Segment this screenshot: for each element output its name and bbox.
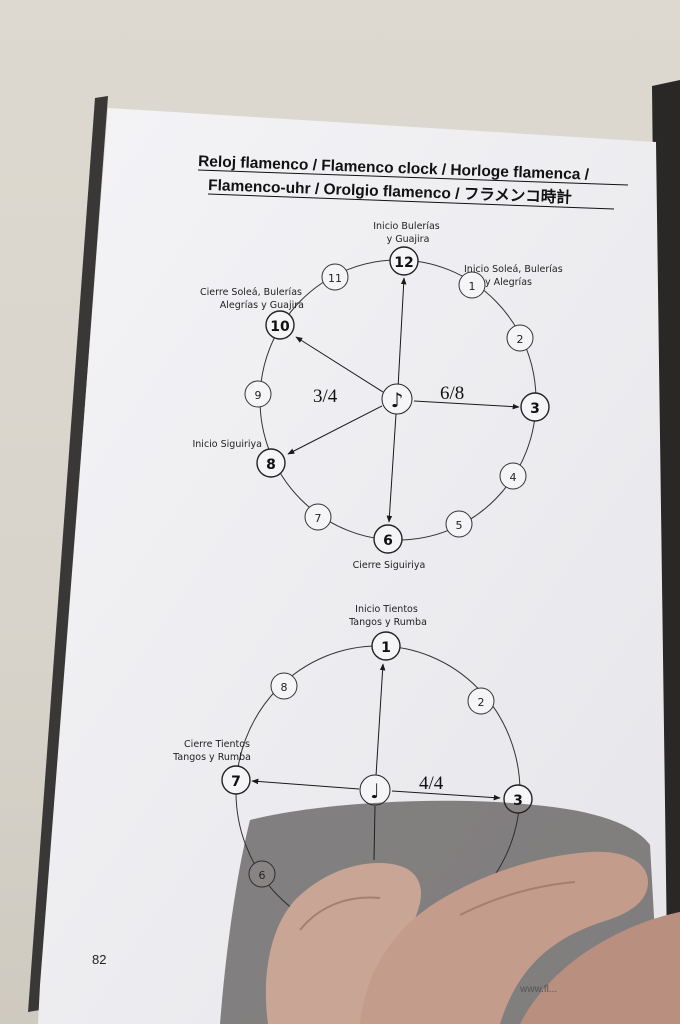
title-underline-2 [207, 193, 615, 210]
clock-1-hour-6: 6 [373, 524, 403, 554]
clock-2-label-inicio-tientos: Inicio Tientos Tangos y Rumba [348, 604, 427, 628]
clock-2-arrow-7 [251, 778, 360, 790]
clock-1-label-inicio-siguiriya: Inicio Siguiriya [192, 439, 262, 450]
clock-1-label-cierre-siguiriya: Cierre Siguiriya [353, 560, 426, 571]
svg-text:5: 5 [456, 519, 463, 532]
svg-text:3: 3 [513, 793, 523, 809]
clock-1-arrow-8 [287, 405, 383, 455]
clock-2-center-note: ♩ [370, 779, 379, 803]
svg-text:7: 7 [231, 774, 241, 790]
clock-1-hour-8: 8 [256, 448, 286, 478]
svg-text:10: 10 [270, 319, 290, 335]
clock-1-arrow-6 [386, 413, 397, 523]
hand [265, 851, 680, 1024]
clock-2-meter: 4/4 [419, 773, 444, 794]
clock-1-center-note: ♪ [391, 388, 404, 412]
title-underline-1 [197, 169, 629, 186]
clock-2-arrow-3 [391, 790, 501, 801]
clock-1-label-inicio-bulerias: Inicio Bulerías y Guajira [373, 221, 443, 245]
svg-text:8: 8 [266, 457, 276, 473]
clock-1: ♪ 3/4 6/8 12 1 2 3 4 5 6 7 8 9 10 11 Ini… [192, 221, 566, 571]
svg-text:4: 4 [510, 471, 517, 484]
svg-text:6: 6 [383, 533, 393, 549]
svg-text:11: 11 [328, 272, 342, 285]
clock-1-hour-11: 11 [321, 263, 349, 291]
clock-1-hour-9: 9 [244, 380, 272, 408]
clock-1-hour-5: 5 [445, 510, 473, 538]
svg-text:1: 1 [381, 640, 391, 656]
clock-1-hour-4: 4 [499, 462, 527, 490]
clock-2-beat-1: 1 [371, 631, 401, 661]
page-number: 82 [92, 952, 107, 967]
clock-1-hour-10: 10 [265, 310, 295, 340]
clock-2-arrow-1 [375, 663, 386, 777]
clock-1-meter-right: 6/8 [440, 383, 464, 404]
svg-text:12: 12 [394, 255, 413, 271]
clock-1-hour-12: 12 [389, 246, 419, 276]
clock-1-hour-1: 1 [458, 271, 486, 299]
clock-1-hour-2: 2 [506, 324, 534, 352]
clock-2-beat-8: 8 [270, 672, 298, 700]
clock-1-center [381, 383, 413, 415]
svg-text:1: 1 [469, 280, 476, 293]
svg-text:3: 3 [530, 401, 540, 417]
clock-2-beat-7: 7 [221, 765, 251, 795]
footer-url: www.fl... [520, 984, 558, 995]
svg-text:9: 9 [255, 389, 262, 402]
clock-1-arrow-3 [413, 400, 520, 410]
book-cover-right [652, 80, 680, 1024]
svg-text:2: 2 [478, 696, 485, 709]
clock-2-label-cierre-tientos: Cierre Tientos Tangos y Rumba [172, 739, 253, 763]
svg-text:2: 2 [517, 333, 524, 346]
clock-1-arrow-12 [397, 277, 407, 389]
clock-1-hour-3: 3 [520, 392, 550, 422]
svg-text:8: 8 [281, 681, 288, 694]
svg-text:7: 7 [315, 512, 322, 525]
book-cover-left [28, 96, 108, 1012]
clock-1-arrow-10 [295, 336, 384, 393]
clock-2-beat-2: 2 [467, 687, 495, 715]
clock-1-meter-left: 3/4 [313, 386, 338, 407]
clock-1-hour-7: 7 [304, 503, 332, 531]
clock-1-label-inicio-solea: Inicio Soleá, Bulerías y Alegrías [464, 264, 566, 288]
clock-1-label-cierre-solea: Cierre Soleá, Bulerías Alegrías y Guajir… [200, 287, 305, 311]
